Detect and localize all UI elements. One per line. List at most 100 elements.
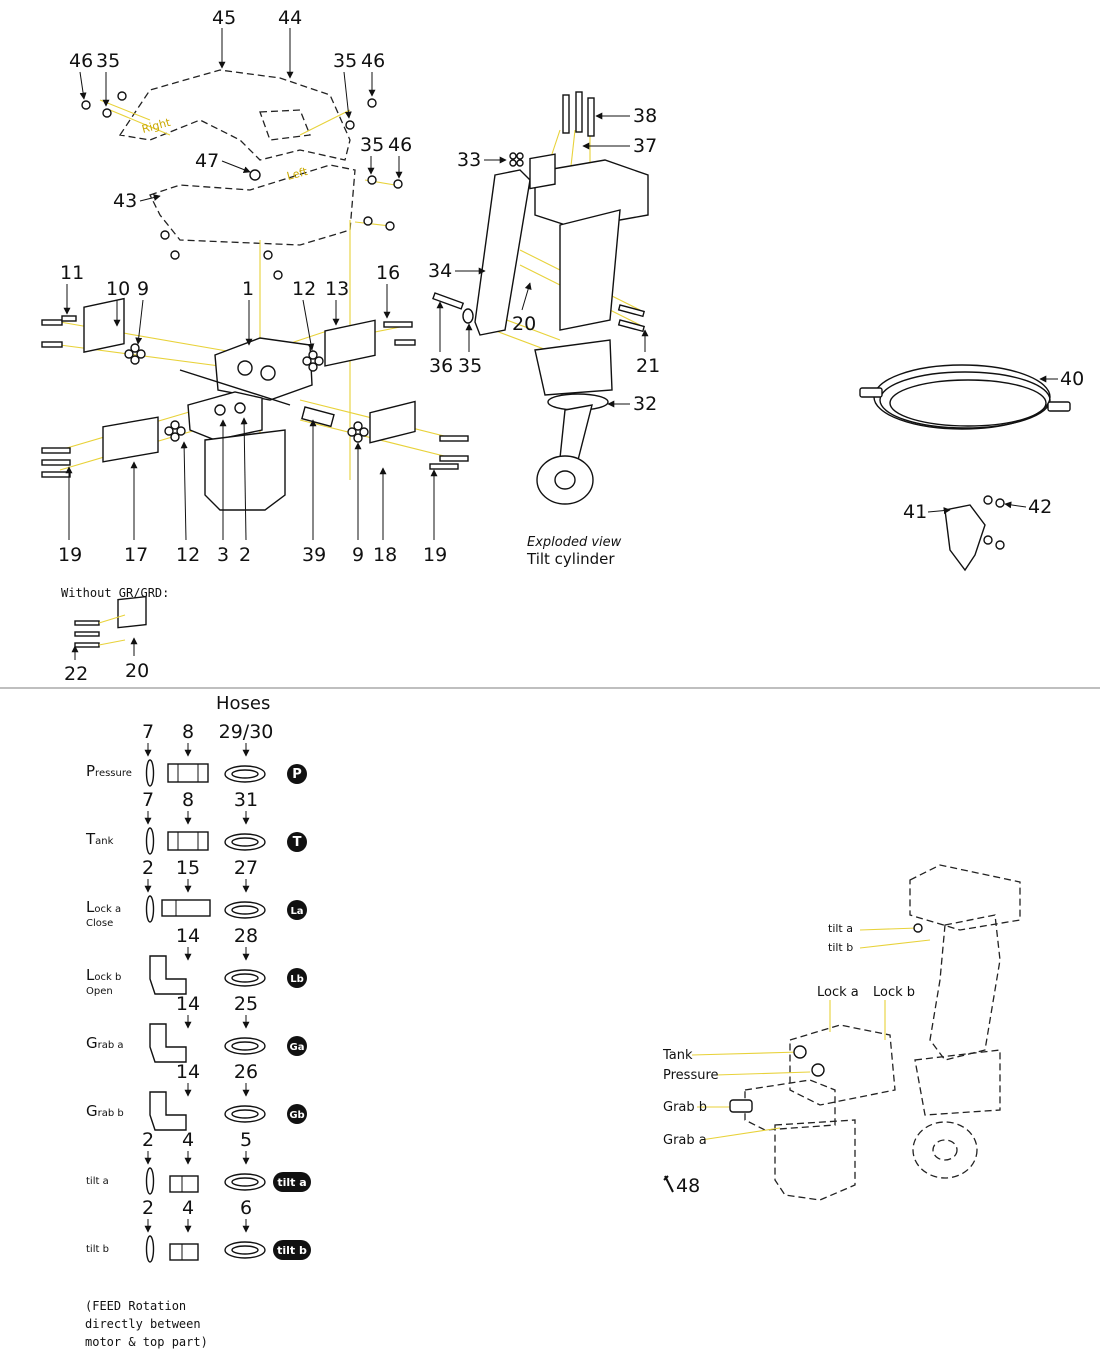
hose-label-cap: L	[86, 966, 95, 984]
callout-36: 36	[429, 355, 453, 377]
port-badge	[287, 968, 307, 988]
callout-22: 22	[64, 663, 88, 685]
hose-part-number: 6	[240, 1197, 252, 1219]
assembly-pressure: Pressure	[663, 1068, 719, 1083]
callout-3: 3	[217, 544, 229, 566]
hose-label-rest: ank	[95, 836, 113, 847]
callout-19a: 19	[58, 544, 82, 566]
callouts: 45 44 46 35 35 46 47 35 46 43 33 38 37 3…	[58, 7, 1084, 685]
port-badge	[273, 1240, 311, 1260]
assembly-lock-a: Lock a	[817, 985, 859, 1000]
hose-label-cap: P	[86, 762, 95, 780]
callout-35a: 35	[96, 50, 120, 72]
adapter-fitting-icon	[169, 1243, 199, 1261]
hose-row-label: Lock a	[86, 898, 121, 916]
hose-label-rest: rab b	[98, 1108, 124, 1119]
port-badge	[287, 1104, 307, 1124]
left-cover-label: Left	[285, 165, 309, 183]
hose-part-number: 2	[142, 1197, 154, 1219]
footnote-line-2: directly between	[85, 1317, 201, 1331]
elbow-fitting-icon	[149, 955, 187, 995]
callout-39: 39	[302, 544, 326, 566]
hose-part-number: 27	[234, 857, 258, 879]
without-grd-assembly: Without GR/GRD:	[61, 586, 169, 648]
port-badge-text: Lb	[290, 974, 304, 985]
hose-part-number: 14	[176, 993, 200, 1015]
callout-42: 42	[1028, 496, 1052, 518]
hose-part-number: 8	[182, 789, 194, 811]
assembly-tank: Tank	[662, 1048, 693, 1063]
hose-part-number: 7	[142, 789, 154, 811]
port-badge	[287, 1036, 307, 1056]
callout-45: 45	[212, 7, 236, 29]
port-badge-text: tilt a	[277, 1176, 306, 1189]
assembly-grab-b: Grab b	[663, 1100, 707, 1115]
hose-part-number: 2	[142, 857, 154, 879]
footnote-line-1: (FEED Rotation	[85, 1299, 186, 1313]
callout-44: 44	[278, 7, 302, 29]
callout-41: 41	[903, 501, 927, 523]
hose-label-rest: ock a	[94, 904, 121, 915]
hose-row-label: Tank	[85, 830, 114, 848]
hose-row: Pressure 7 8 29/30P	[86, 721, 307, 787]
callout-47: 47	[195, 150, 219, 172]
port-badge	[287, 900, 307, 920]
hose-row-label: Pressure	[86, 762, 132, 780]
assembly-view: tilt a tilt b Lock a Lock b Tank Pressur…	[662, 864, 1021, 1201]
callout-38: 38	[633, 105, 657, 127]
adapter-fitting-icon	[169, 1175, 199, 1193]
callout-40: 40	[1060, 368, 1084, 390]
hose-part-number: 8	[182, 721, 194, 743]
hose-row-label: Lock b	[86, 966, 121, 984]
right-cover-label: Right	[140, 116, 172, 136]
hose-part-number: 28	[234, 925, 258, 947]
hose-row-label: tilt b	[86, 1244, 109, 1255]
hose-part-number: 15	[176, 857, 200, 879]
straight-fitting-icon	[161, 899, 211, 917]
assembly-grab-a: Grab a	[663, 1133, 707, 1148]
callout-35d: 35	[458, 355, 482, 377]
assembly-tilt-b: tilt b	[828, 941, 853, 954]
port-badge-text: Gb	[289, 1110, 304, 1121]
hose-label-rest: ock b	[94, 972, 121, 983]
callout-35c: 35	[360, 134, 384, 156]
hose-part-number: 29/30	[219, 721, 274, 743]
callout-37: 37	[633, 135, 657, 157]
hose-row-label: Grab a	[86, 1034, 124, 1052]
hose-part-number: 7	[142, 721, 154, 743]
callout-46c: 46	[388, 134, 412, 156]
hose-label-rest: ressure	[95, 768, 132, 779]
callout-1: 1	[242, 278, 254, 300]
hose-label-cap: L	[86, 898, 95, 916]
hose-part-number: 5	[240, 1129, 252, 1151]
elbow-fitting-icon	[149, 1091, 187, 1131]
o-ring-icon	[145, 895, 155, 923]
rotator-assembly	[41, 297, 469, 511]
port-badge-text: P	[292, 767, 302, 782]
hose-row-label: Grab b	[86, 1102, 124, 1120]
callout-19b: 19	[423, 544, 447, 566]
callout-32: 32	[633, 393, 657, 415]
hose-part-number: 14	[176, 925, 200, 947]
elbow-fitting-icon	[149, 1023, 187, 1063]
hose-label-cap: T	[85, 830, 96, 848]
port-badge-text: tilt b	[277, 1244, 307, 1257]
hose-label-cap: G	[86, 1034, 98, 1052]
callout-16: 16	[376, 262, 400, 284]
nipple-fitting-icon	[167, 831, 209, 851]
o-ring-icon	[145, 1235, 155, 1263]
port-badge	[273, 1172, 311, 1192]
without-grd-label: Without GR/GRD:	[61, 586, 169, 600]
hose-label-cap: G	[86, 1102, 98, 1120]
callout-20: 20	[512, 313, 536, 335]
hose-part-number: 25	[234, 993, 258, 1015]
callout-21: 21	[636, 355, 660, 377]
callout-2: 2	[239, 544, 251, 566]
callout-43: 43	[113, 190, 137, 212]
